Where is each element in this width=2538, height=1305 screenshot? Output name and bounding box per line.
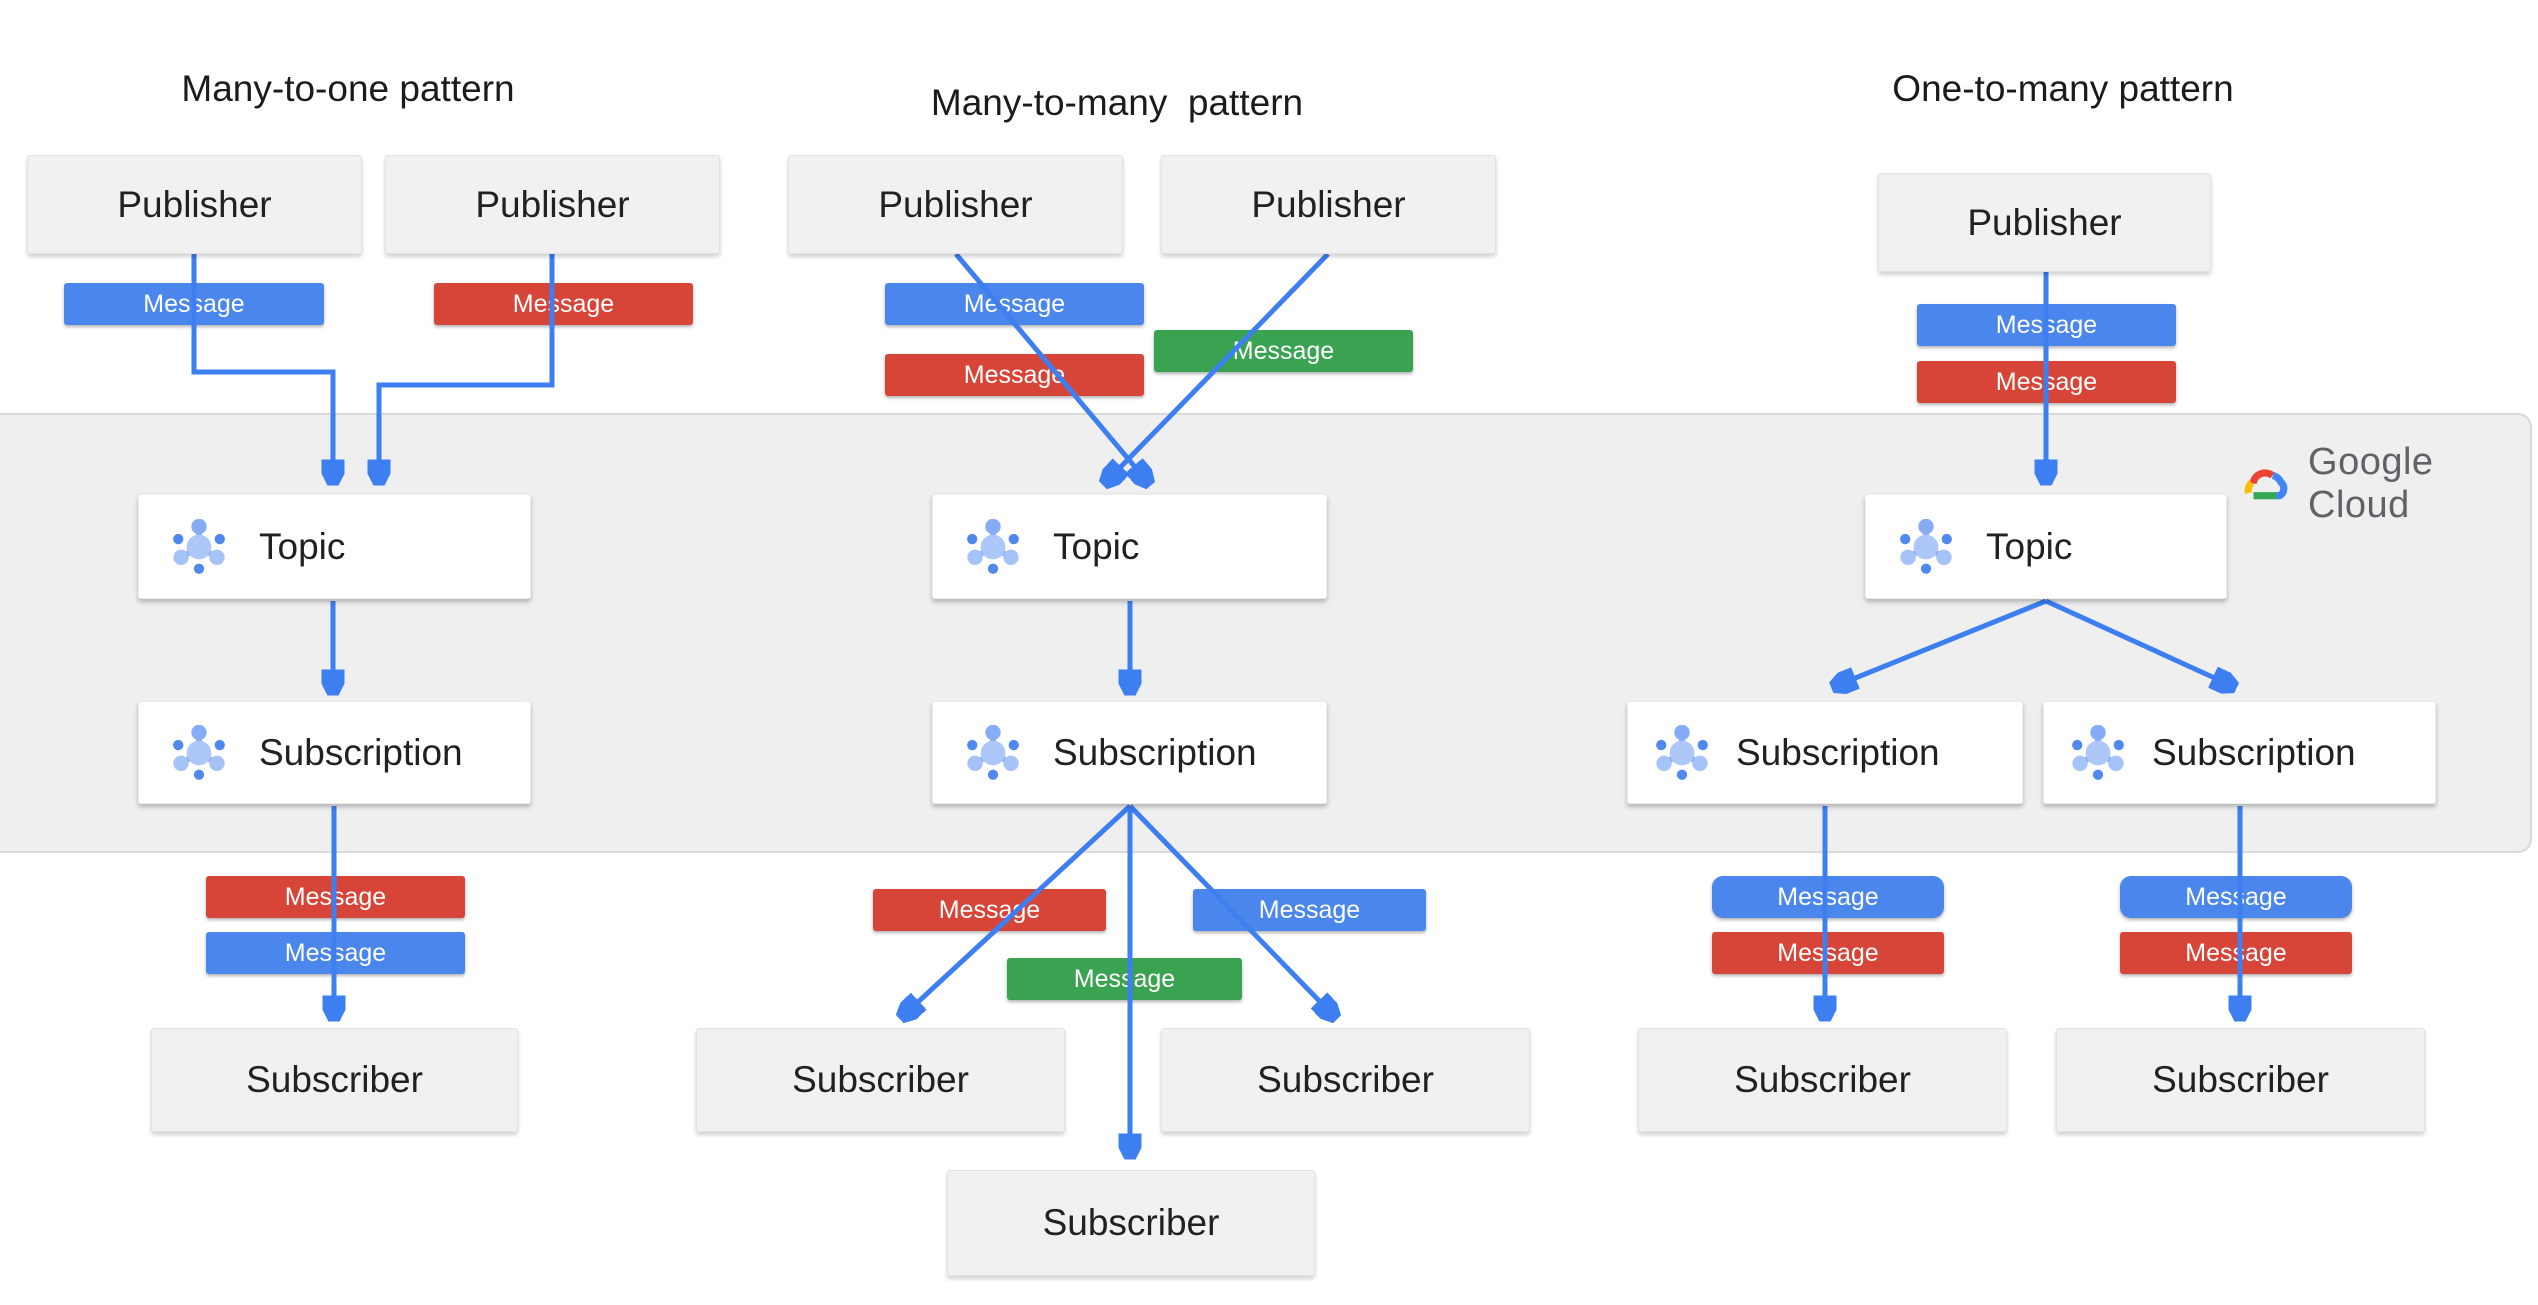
message-badge: Message bbox=[1007, 958, 1242, 1000]
topic-label: Topic bbox=[259, 525, 346, 567]
subscriber-label: Subscriber bbox=[1734, 1059, 1911, 1100]
pubsub-icon bbox=[171, 519, 227, 575]
subscription-label: Subscription bbox=[1736, 731, 1940, 773]
publisher-box: Publisher bbox=[788, 155, 1123, 254]
publisher-label: Publisher bbox=[117, 183, 272, 225]
subscriber-box: Subscriber bbox=[2056, 1028, 2425, 1132]
google-cloud-logo-text: Google Cloud bbox=[2308, 441, 2434, 526]
subscriber-label: Subscriber bbox=[246, 1059, 423, 1100]
subscription-box: Subscription bbox=[2043, 701, 2436, 804]
message-badge: Message bbox=[1712, 932, 1944, 974]
publisher-label: Publisher bbox=[878, 183, 1033, 225]
google-cloud-icon bbox=[2244, 469, 2288, 500]
message-badge: Message bbox=[873, 889, 1106, 931]
subscription-box: Subscription bbox=[1627, 701, 2023, 804]
publisher-box: Publisher bbox=[385, 155, 720, 254]
subscriber-label: Subscriber bbox=[2152, 1059, 2329, 1100]
publisher-box: Publisher bbox=[27, 155, 362, 254]
pubsub-icon bbox=[2070, 725, 2126, 781]
message-badge: Message bbox=[1154, 330, 1413, 372]
pubsub-icon bbox=[171, 725, 227, 781]
subscription-box: Subscription bbox=[932, 701, 1327, 804]
publisher-label: Publisher bbox=[1251, 183, 1406, 225]
message-badge: Message bbox=[2120, 932, 2352, 974]
pattern-title-many-to-one: Many-to-one pattern bbox=[181, 68, 515, 109]
message-badge: Message bbox=[2120, 876, 2352, 918]
google-cloud-logo: Google Cloud bbox=[2240, 441, 2538, 527]
pubsub-icon bbox=[965, 519, 1021, 575]
topic-label: Topic bbox=[1986, 525, 2073, 567]
publisher-box: Publisher bbox=[1161, 155, 1496, 254]
subscriber-label: Subscriber bbox=[792, 1059, 969, 1100]
subscriber-box: Subscriber bbox=[1638, 1028, 2007, 1132]
message-badge: Message bbox=[434, 283, 693, 325]
pattern-title-one-to-many: One-to-many pattern bbox=[1892, 68, 2234, 109]
topic-box: Topic bbox=[1865, 494, 2227, 599]
pubsub-icon bbox=[1654, 725, 1710, 781]
topic-box: Topic bbox=[138, 494, 531, 599]
subscription-label: Subscription bbox=[259, 731, 463, 773]
subscription-label: Subscription bbox=[1053, 731, 1257, 773]
message-badge: Message bbox=[1712, 876, 1944, 918]
topic-label: Topic bbox=[1053, 525, 1140, 567]
subscriber-box: Subscriber bbox=[947, 1170, 1315, 1276]
subscriber-box: Subscriber bbox=[696, 1028, 1065, 1132]
subscriber-label: Subscriber bbox=[1042, 1202, 1220, 1243]
subscription-label: Subscription bbox=[2152, 731, 2356, 773]
message-badge: Message bbox=[885, 283, 1144, 325]
subscriber-label: Subscriber bbox=[1257, 1059, 1434, 1100]
pubsub-icon bbox=[965, 725, 1021, 781]
subscriber-box: Subscriber bbox=[1161, 1028, 1530, 1132]
subscriber-box: Subscriber bbox=[151, 1028, 518, 1132]
subscription-box: Subscription bbox=[138, 701, 531, 804]
topic-box: Topic bbox=[932, 494, 1327, 599]
publisher-box: Publisher bbox=[1878, 173, 2211, 272]
pubsub-icon bbox=[1898, 519, 1954, 575]
publisher-label: Publisher bbox=[1967, 201, 2122, 243]
pattern-title-many-to-many: Many-to-many pattern bbox=[930, 82, 1304, 123]
publisher-label: Publisher bbox=[475, 183, 630, 225]
